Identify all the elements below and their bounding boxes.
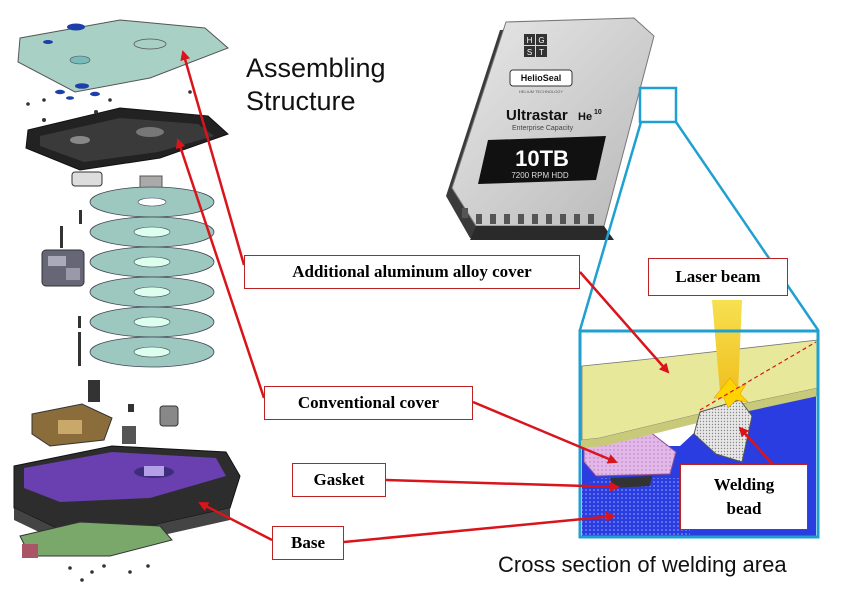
arrow-aluminum-to-section: [579, 271, 670, 374]
flex-circuit: [31, 403, 113, 447]
drive-model-text: Ultrastar: [506, 107, 568, 124]
capacity-text: 10TB: [515, 146, 569, 171]
hgst-logo: H G S T: [524, 34, 547, 57]
arrow-gasket-to-section: [385, 478, 620, 492]
exploded-assembly: [13, 19, 241, 582]
label-gasket: Gasket: [292, 463, 386, 497]
arrow-aluminum-to-cover: [180, 50, 246, 266]
zoom-source-box: [638, 86, 678, 124]
laser-beam-shape: [712, 300, 742, 392]
disk-platter-stack: [89, 175, 215, 368]
conventional-cover-part: [25, 107, 229, 171]
label-conventional-cover: Conventional cover: [264, 386, 473, 420]
label-laser-beam: Laser beam: [648, 258, 788, 296]
label-base: Base: [272, 526, 344, 560]
arrow-conventional-to-section: [472, 400, 618, 464]
rpm-text: 7200 RPM HDD: [511, 171, 569, 180]
base-part: [13, 445, 241, 542]
zoom-line-right: [674, 121, 820, 331]
helioseal-badge: [509, 69, 573, 87]
arrow-welding-to-bead: [738, 426, 777, 469]
label-aluminum-cover: Additional aluminum alloy cover: [244, 255, 580, 289]
screw-column: [60, 210, 82, 366]
arrow-conventional-to-cover: [175, 138, 266, 399]
zoom-line-left: [578, 121, 643, 331]
logo-letter-s: S: [527, 48, 532, 57]
label-welding-line2: bead: [726, 499, 762, 518]
arrow-base-to-section: [343, 511, 616, 544]
drive-model-superscript: 10: [594, 109, 602, 116]
label-welding-line1: Welding: [713, 475, 775, 494]
helioseal-badge-subtext: HELIUM TECHNOLOGY: [519, 89, 563, 94]
assembling-title-line2: Structure: [246, 86, 356, 116]
gasket-black-strip: [610, 476, 652, 488]
actuator-assembly: [41, 249, 85, 287]
label-welding-bead: Welding bead: [680, 464, 808, 530]
drive-vent-rows: [462, 208, 594, 224]
aluminum-alloy-cover-part: [17, 19, 229, 93]
helioseal-badge-text: HelioSeal: [521, 73, 562, 83]
logo-letter-g: G: [538, 36, 544, 45]
pivot-parts: [88, 380, 179, 444]
drive-subtitle: Enterprise Capacity: [512, 125, 574, 132]
assembling-title-line1: Assembling: [246, 53, 386, 83]
logo-letter-h: H: [527, 36, 533, 45]
assembling-structure-title: Assembling Structure: [246, 52, 386, 118]
logo-letter-t: T: [539, 48, 544, 57]
drive-model-suffix: He: [578, 111, 592, 123]
arrow-base-to-part: [198, 501, 273, 542]
blue-screw-set: [26, 83, 192, 106]
cross-section-caption: Cross section of welding area: [498, 552, 787, 577]
cross-section-frame: [578, 329, 820, 539]
circuit-board: [19, 521, 173, 582]
hdd-drive-illustration: H G S T HelioSeal HELIUM TECHNOLOGY Ultr…: [446, 17, 655, 240]
pointer-arrows: [175, 50, 777, 544]
capacity-panel: [478, 136, 606, 184]
magnet-block: [71, 171, 103, 187]
weld-seam-line: [699, 341, 817, 411]
